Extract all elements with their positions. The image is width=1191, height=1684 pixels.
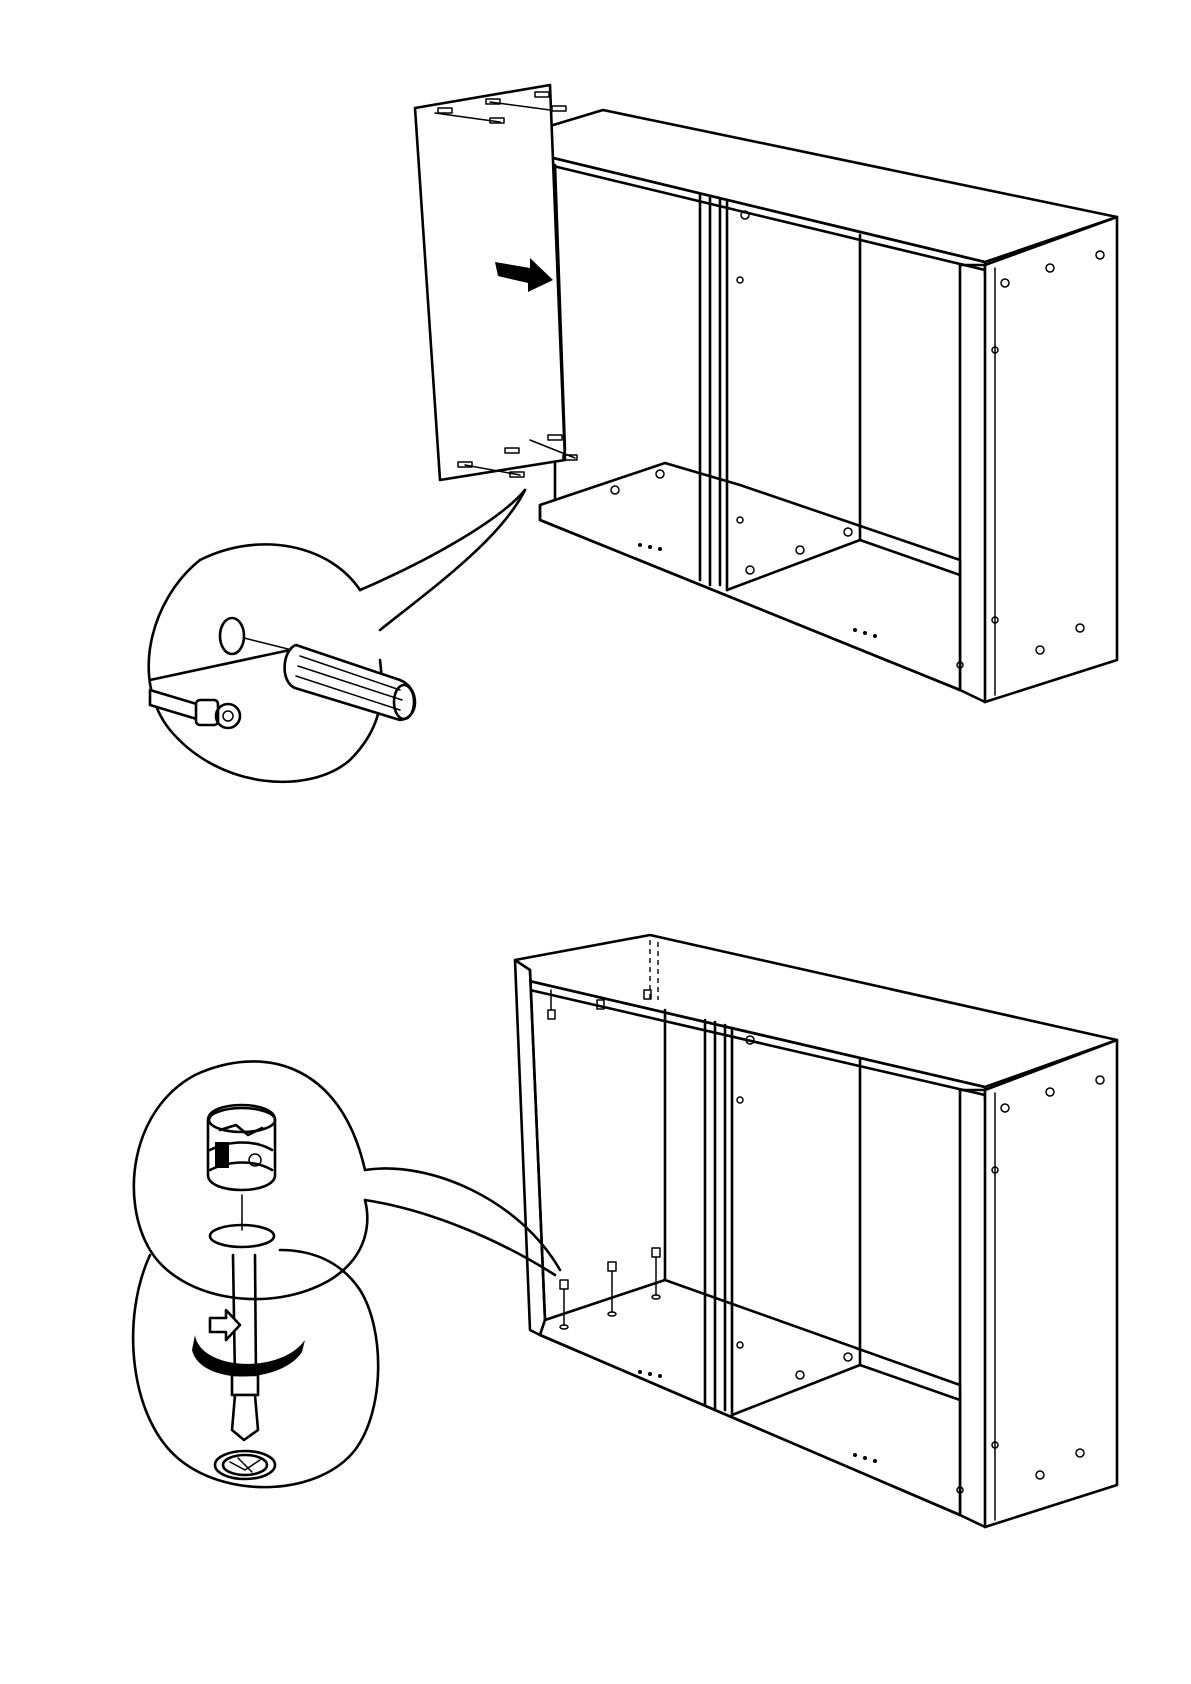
screwdriver-icon xyxy=(232,1255,258,1440)
dowel-detail-callout xyxy=(149,490,525,782)
cabinet-carcass-step1 xyxy=(520,110,1117,702)
rotate-arrow-icon xyxy=(192,1310,305,1377)
dowel-icon xyxy=(285,645,415,720)
cam-lock-detail-callout xyxy=(134,1061,560,1299)
step-1-illustration xyxy=(149,85,1117,782)
cam-lock-top-view xyxy=(215,1451,275,1479)
cam-lock-icon xyxy=(208,1105,275,1190)
back-panel xyxy=(415,85,577,480)
hole-icon xyxy=(220,618,244,654)
screwdriver-detail-callout xyxy=(133,1250,378,1487)
cabinet-carcass-step2 xyxy=(515,935,1117,1527)
step-2-illustration xyxy=(133,935,1117,1527)
